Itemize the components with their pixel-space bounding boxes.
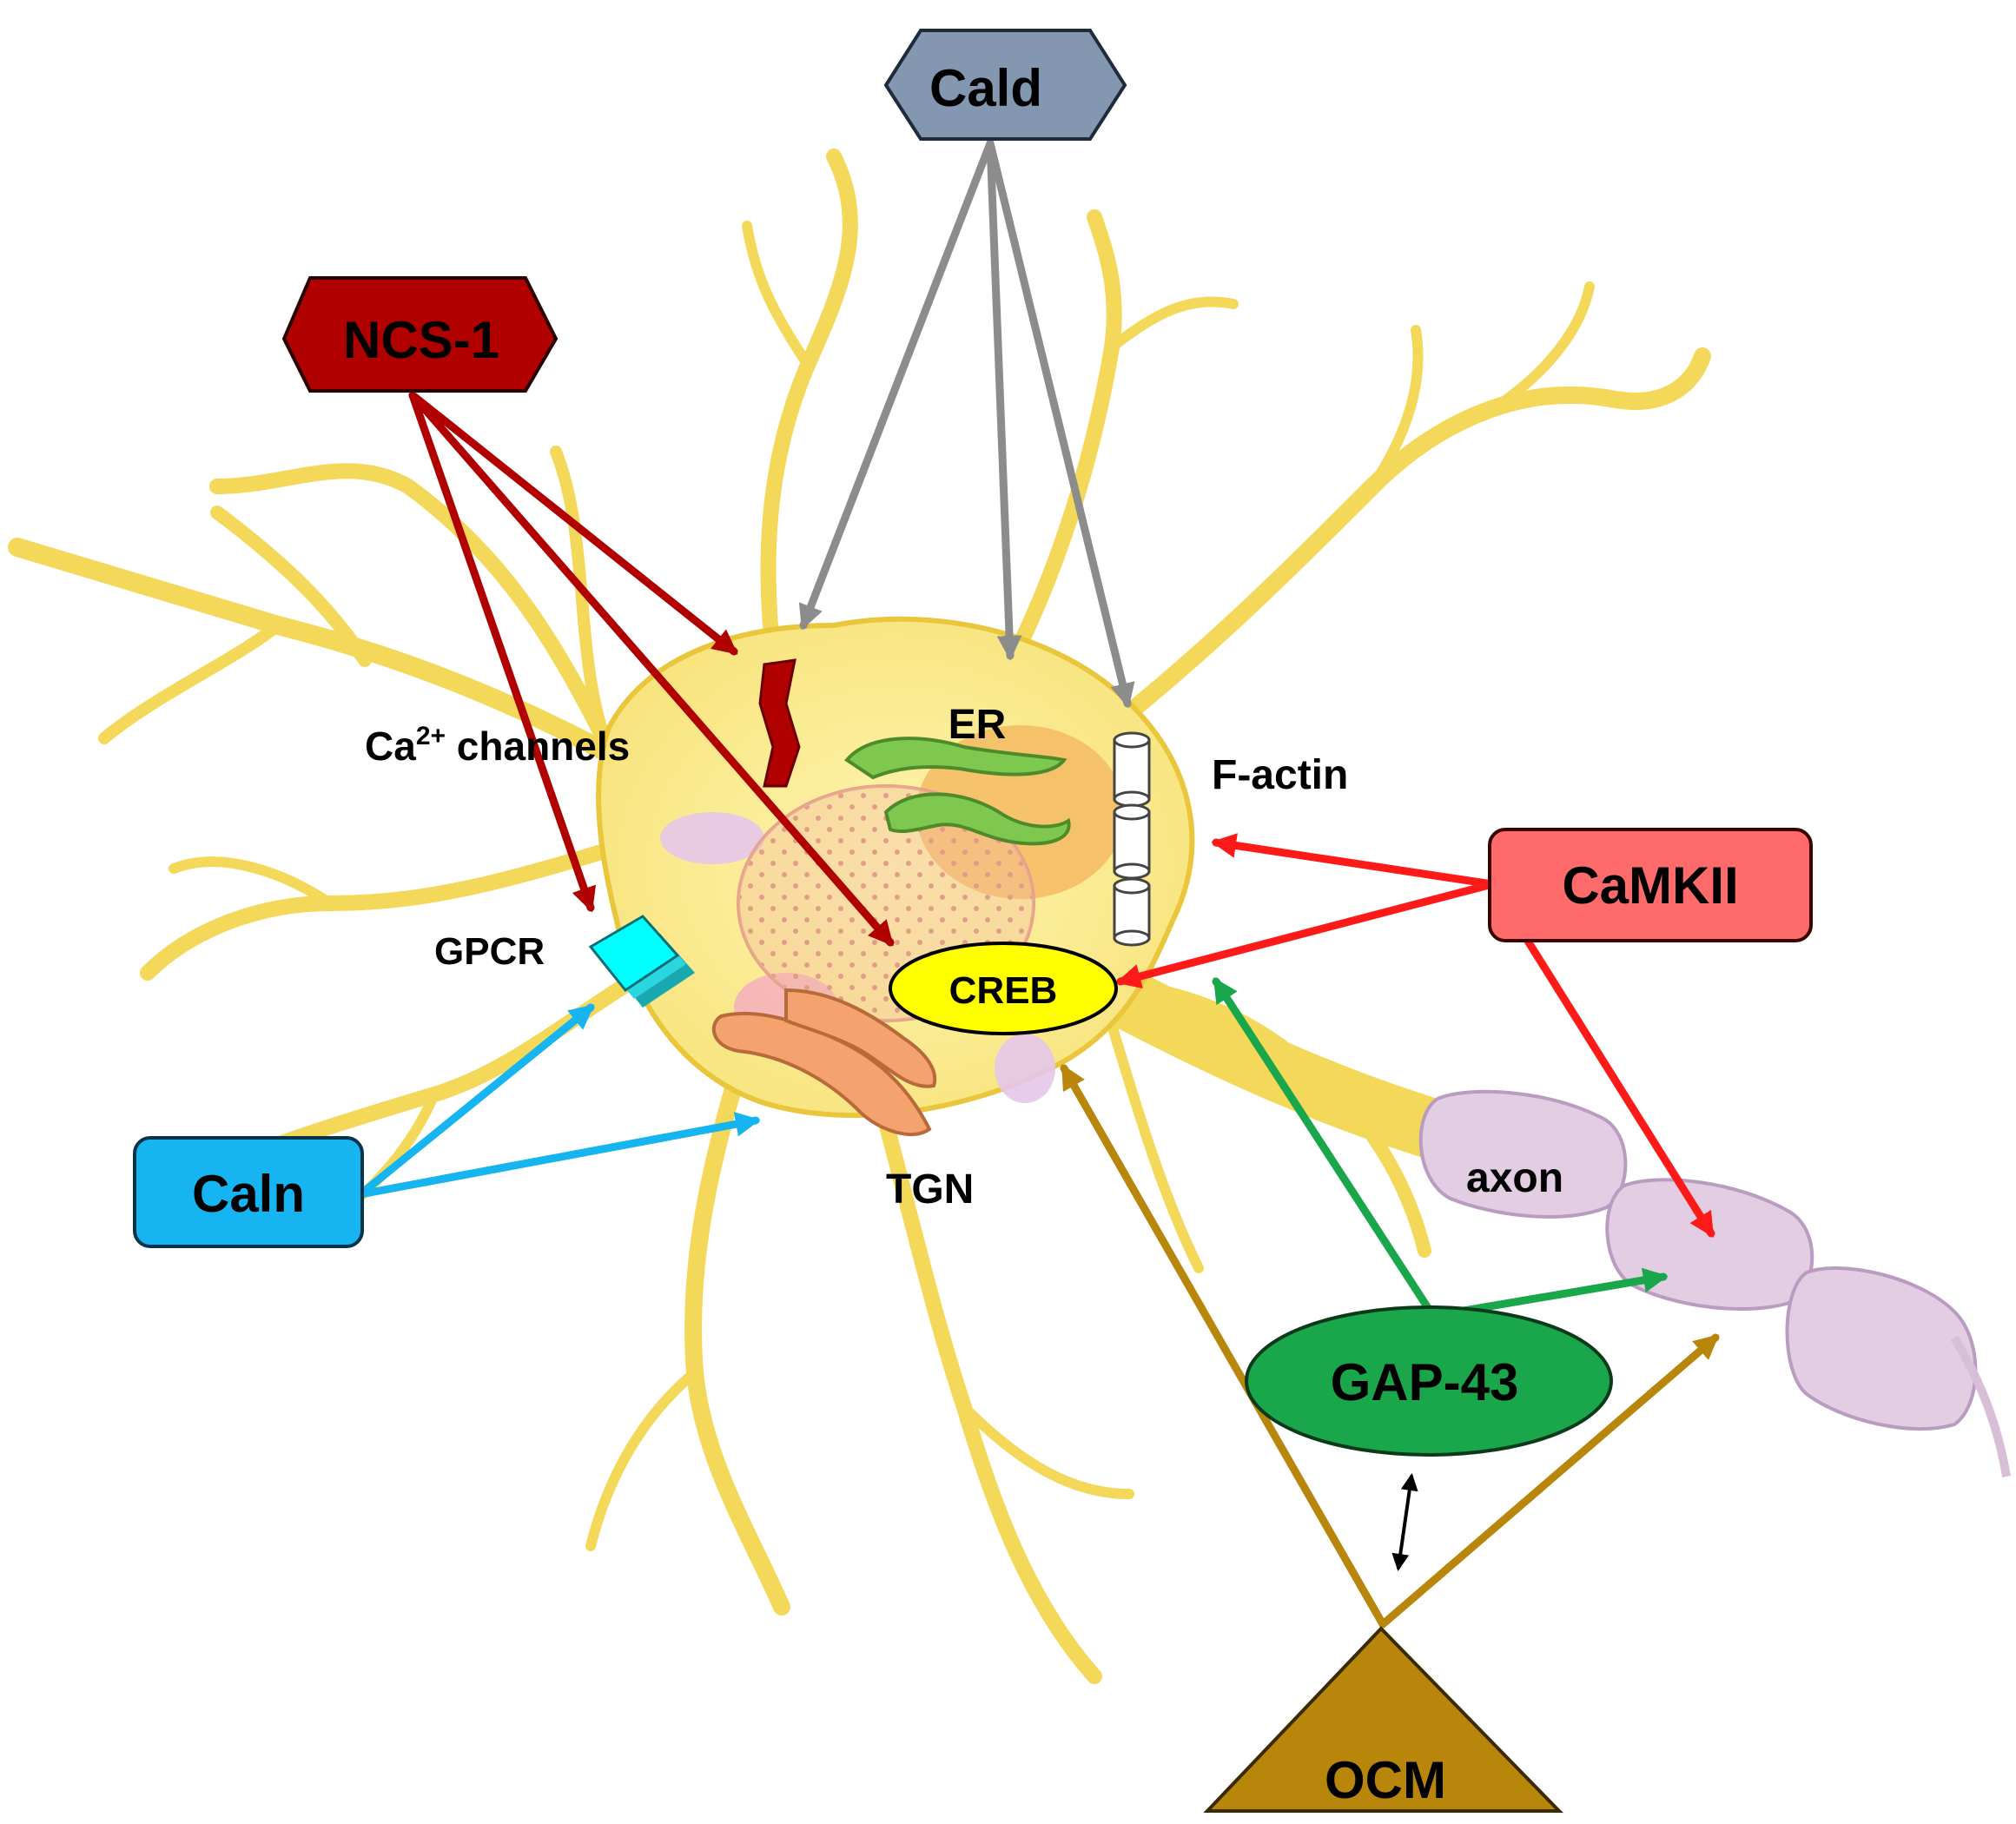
edge-ncs1-gpcr <box>408 391 597 913</box>
node-caln: Caln <box>133 1136 364 1248</box>
gap43-label: GAP-43 <box>1331 1353 1519 1411</box>
er-membrane <box>844 737 1067 780</box>
structure-labels: ER F-actin Ca2+ channels GPCR TGN axon <box>365 702 1563 1213</box>
er-membrane <box>883 792 1071 846</box>
node-creb: CREB <box>889 942 1118 1035</box>
er-label: ER <box>949 702 1007 748</box>
gpcr-label: GPCR <box>434 930 545 973</box>
node-ncs1: NCS-1 <box>281 276 559 393</box>
edge-cald-er <box>986 139 1022 661</box>
ncs1-label: NCS-1 <box>343 311 499 369</box>
ca-channels-label: Ca2+ channels <box>365 722 630 769</box>
edge-ocm-creb <box>1060 1064 1387 1629</box>
edge-caln-gpcr <box>356 1003 595 1199</box>
dendrites <box>8 149 1711 1684</box>
cald-label: Cald <box>929 59 1042 117</box>
edge-calmkii-factin <box>1211 833 1497 889</box>
ca-channel <box>758 658 801 788</box>
tgn-label: TGN <box>886 1166 974 1213</box>
node-gap43: GAP-43 <box>1245 1305 1613 1457</box>
calmkii-box <box>1488 828 1813 942</box>
gap43-ellipse <box>1245 1305 1613 1457</box>
edge-ncs1-ca-channels <box>408 391 738 656</box>
cald-hexagon <box>883 29 1127 141</box>
edge-ncs1-creb <box>408 391 895 947</box>
edge-cald-ca-channels <box>798 139 995 631</box>
vesicle <box>660 812 764 864</box>
ocm-triangle <box>1203 1626 1563 1813</box>
ca-channels-suffix: channels <box>446 724 630 769</box>
organelles <box>588 658 2011 1477</box>
edge-caln-tgn <box>356 1112 761 1199</box>
creb-ellipse <box>889 942 1118 1035</box>
axon-label: axon <box>1466 1155 1563 1201</box>
ocm-label: OCM <box>1325 1751 1446 1809</box>
vesicle <box>995 1034 1055 1103</box>
ca-channels-prefix: Ca <box>365 724 416 769</box>
factin-label: F-actin <box>1212 752 1348 798</box>
caln-box <box>133 1136 364 1248</box>
node-cald: Cald <box>883 29 1127 141</box>
edge-calmkii-creb <box>1115 880 1497 989</box>
tgn-cisterna <box>784 988 937 1088</box>
ca-channels-superscript: 2+ <box>416 722 446 750</box>
edge-gap43-soma <box>1212 977 1438 1320</box>
caln-label: Caln <box>192 1165 305 1223</box>
creb-label: CREB <box>949 969 1058 1012</box>
node-ocm: OCM <box>1203 1626 1563 1813</box>
ncs1-hexagon <box>281 276 559 393</box>
edge-cald-factin <box>986 139 1135 709</box>
axon-segments <box>1418 1089 2011 1477</box>
gpcr-receptor <box>588 915 695 1008</box>
edge-ocm-gap43-bidirectional <box>1391 1473 1418 1571</box>
edge-ocm-axon <box>1378 1333 1720 1629</box>
calmkii-label: CaMKII <box>1562 856 1738 915</box>
f-actin-filament <box>1113 731 1151 947</box>
axon-hillock <box>1064 951 1464 1160</box>
node-calmkii: CaMKII <box>1488 828 1813 942</box>
